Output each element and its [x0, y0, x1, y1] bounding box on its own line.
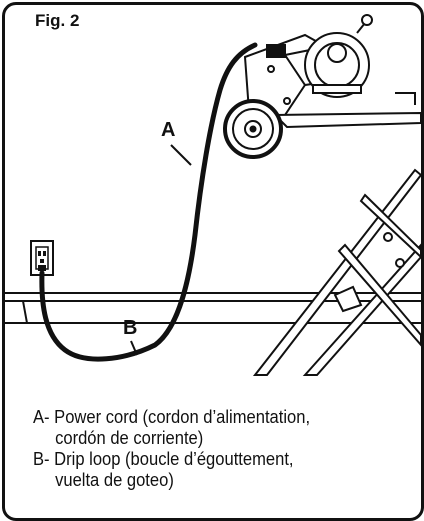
saw-stand — [252, 168, 421, 376]
saw-wheel — [223, 99, 283, 159]
callout-b: B — [123, 317, 138, 339]
callout-a: A — [161, 119, 176, 141]
callout-leaders — [130, 144, 192, 356]
legend: A- Power cord (cordon d’alimentation, co… — [33, 407, 383, 491]
legend-text-b: Drip loop (boucle d’égouttement, — [54, 449, 294, 469]
figure-title: Fig. 2 — [35, 11, 80, 30]
legend-text-a: Power cord (cordon d’alimentation, — [54, 407, 311, 427]
wall-outlet — [30, 240, 54, 276]
illustration — [5, 14, 421, 376]
legend-key-b: B- — [33, 449, 50, 469]
power-cord — [39, 42, 258, 362]
legend-cont-b: vuelta de goteo) — [55, 470, 174, 490]
legend-key-a: A- — [33, 407, 50, 427]
legend-cont-a: cordón de corriente) — [55, 428, 204, 448]
legend-item-b: B- Drip loop (boucle d’égouttement, — [33, 449, 383, 470]
legend-item-a: A- Power cord (cordon d’alimentation, — [33, 407, 383, 428]
